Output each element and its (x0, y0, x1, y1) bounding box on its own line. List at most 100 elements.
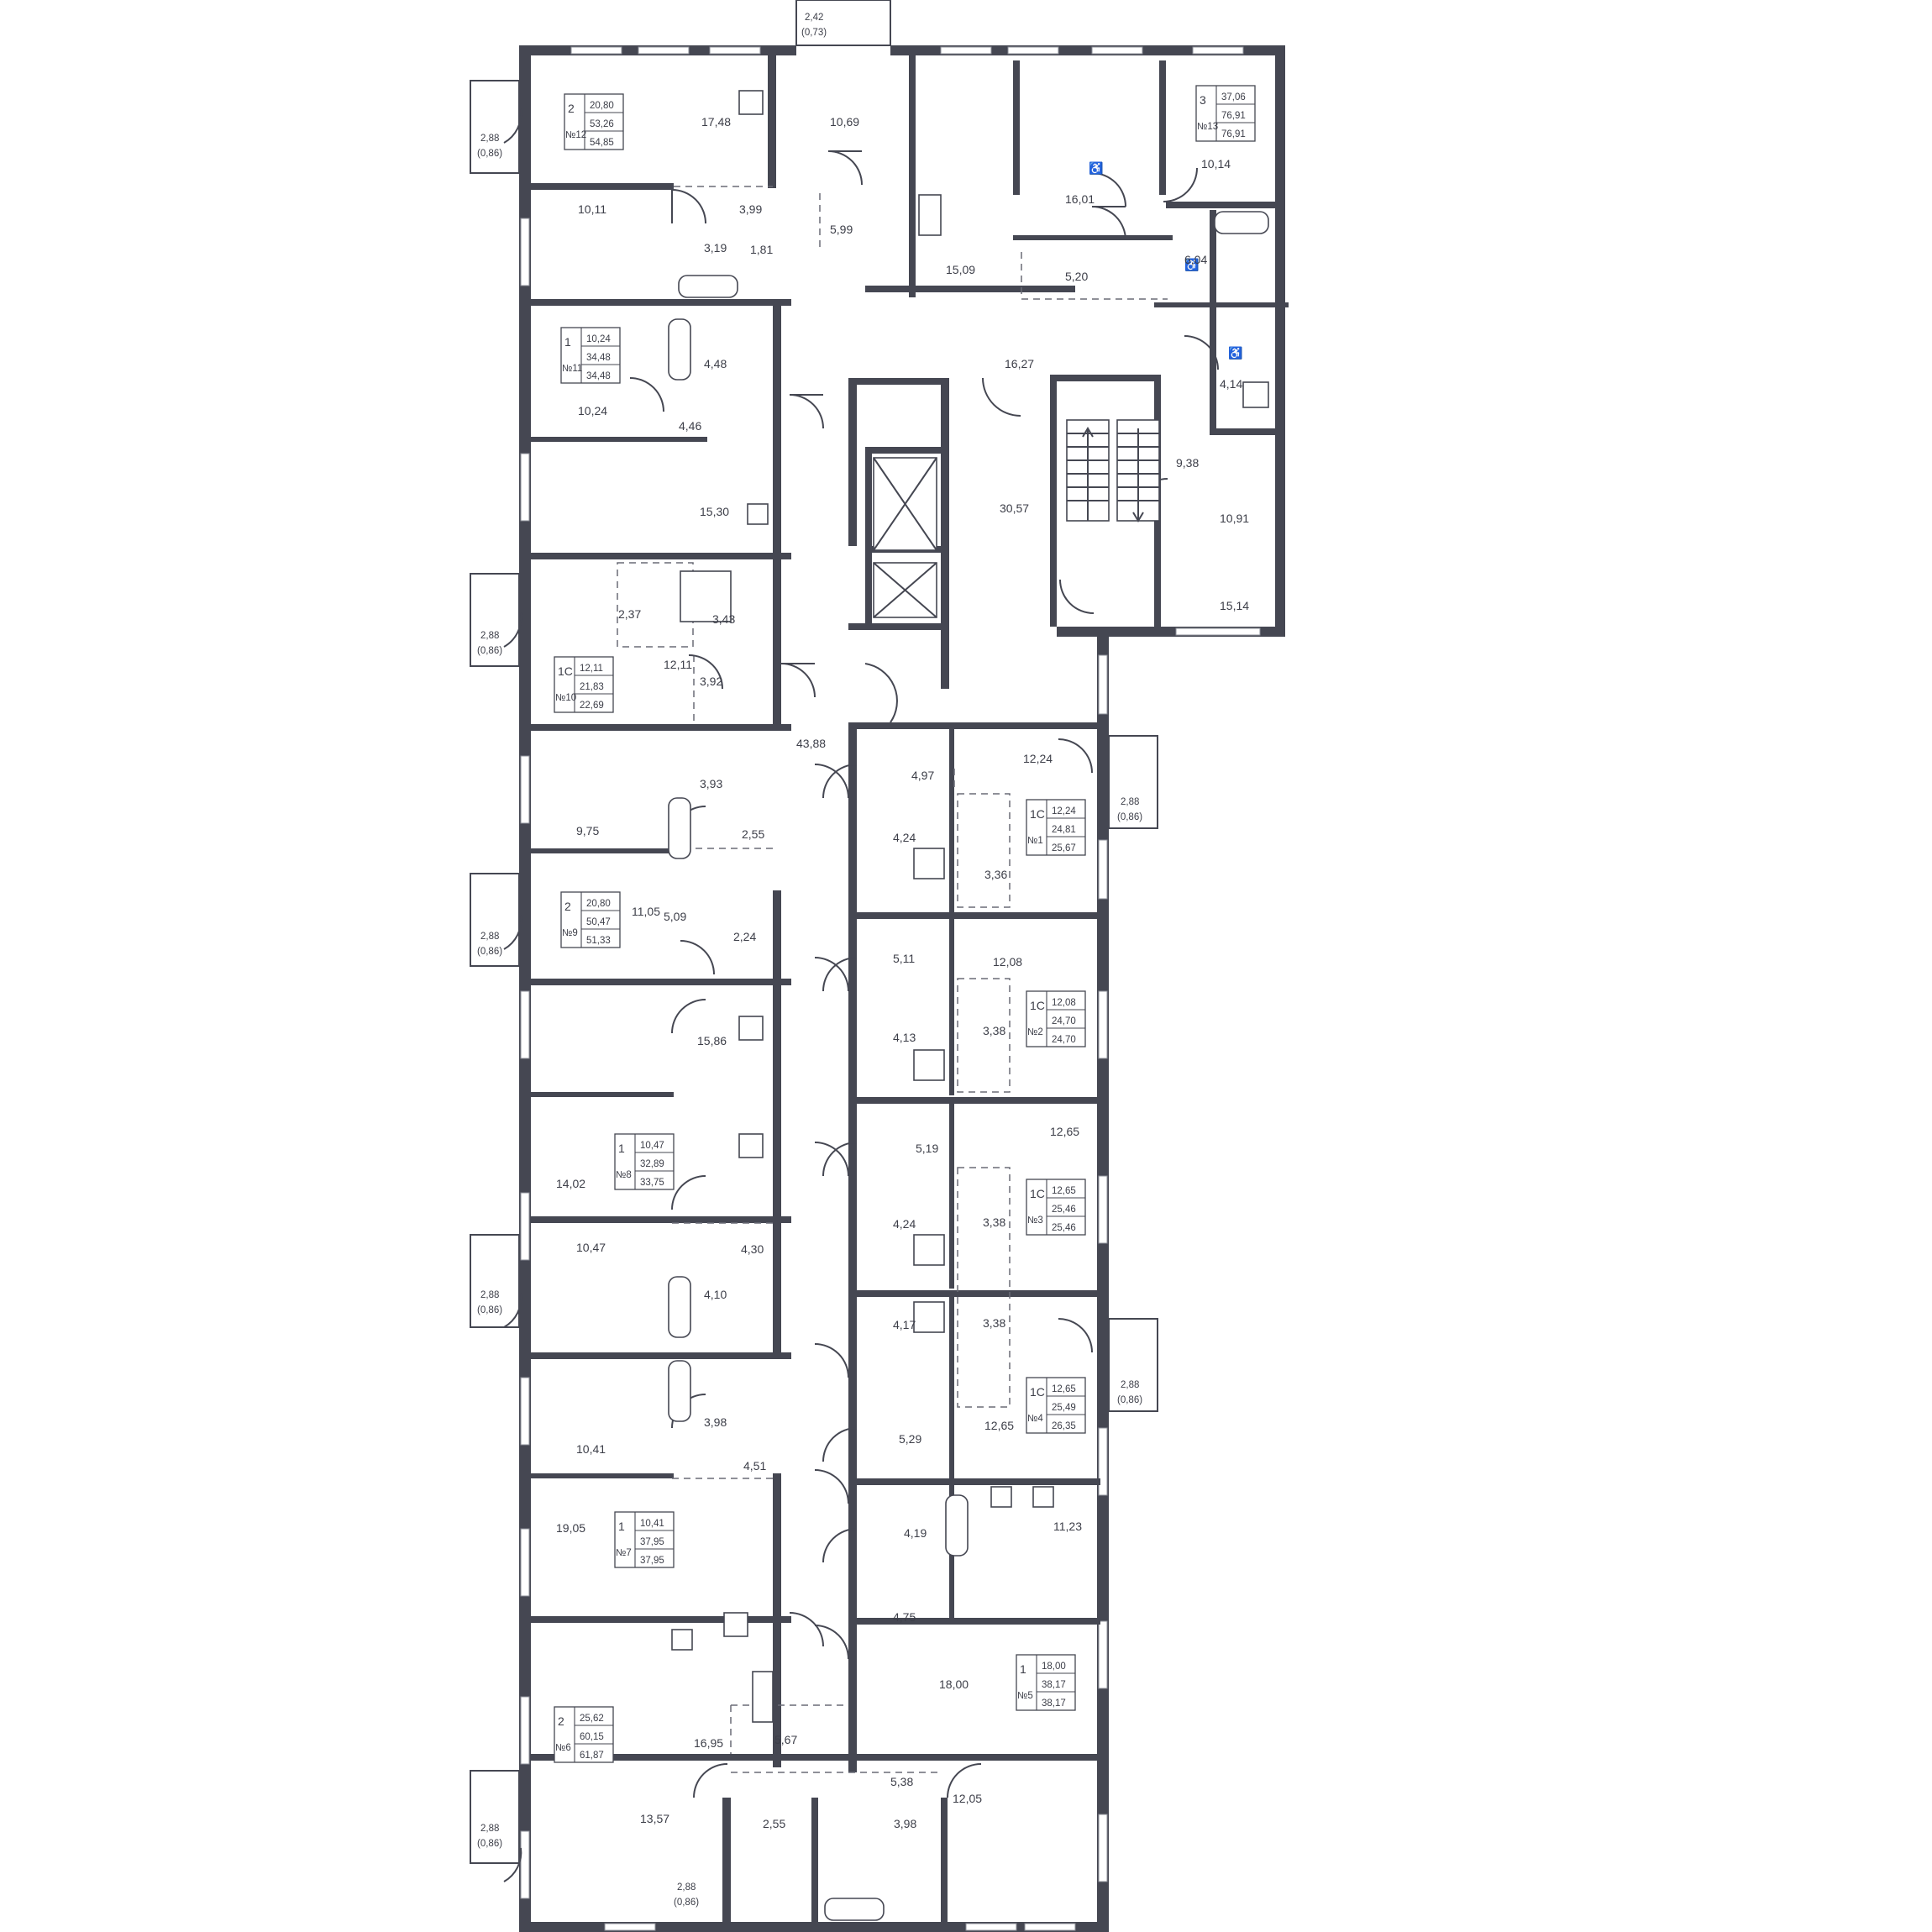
apartment-rooms: 1 (618, 1520, 625, 1533)
room-area: 19,05 (556, 1521, 585, 1535)
balcony-area-coef: (0,73) (801, 28, 827, 38)
apartment-area-value: 12,65 (1052, 1384, 1076, 1394)
elevator-shaft-icon (873, 457, 937, 618)
apartment-number: №5 (1017, 1691, 1033, 1701)
apartment-number: №12 (565, 130, 586, 140)
apartment-area-value: 25,49 (1052, 1403, 1076, 1413)
room-area: 6,04 (1184, 253, 1207, 266)
outer-walls (519, 45, 1285, 1932)
balcony-area-coef: (0,86) (477, 646, 502, 656)
apartment-area-value: 25,46 (1052, 1223, 1076, 1233)
room-area: 4,10 (704, 1288, 727, 1301)
room-area: 4,48 (704, 357, 727, 370)
room-area: 10,11 (578, 202, 606, 216)
apartment-area-value: 37,06 (1221, 92, 1246, 102)
room-area: 11,05 (632, 905, 660, 918)
room-area: 12,65 (1050, 1125, 1079, 1138)
apartment-area-value: 51,33 (586, 936, 611, 946)
apartment-area-value: 25,62 (580, 1714, 604, 1724)
apartment-area-value: 10,24 (586, 334, 611, 344)
room-area: 2,24 (733, 930, 756, 943)
room-area: 4,51 (743, 1459, 766, 1473)
apartment-area-value: 10,47 (640, 1141, 664, 1151)
balcony-area-coef: (0,86) (1117, 812, 1142, 822)
balcony-labels: 2,88 (0,86) 2,88 (0,86) 2,88 (0,86) 2,88 (0,86)… (477, 13, 1142, 1908)
apartment-area-value: 38,17 (1042, 1680, 1066, 1690)
balcony-area-coef: (0,86) (1117, 1395, 1142, 1405)
balcony-area: 2,88 (1121, 1380, 1139, 1390)
apartment-area-value: 24,70 (1052, 1016, 1076, 1026)
apartment-area-value: 37,95 (640, 1537, 664, 1547)
room-area: 4,30 (741, 1242, 764, 1256)
apartment-rooms: 1С (558, 664, 573, 678)
room-area: 14,02 (556, 1177, 585, 1190)
interior-walls (531, 45, 1289, 1924)
svg-text:♿: ♿ (1228, 346, 1242, 360)
room-area: 5,99 (830, 223, 853, 236)
apartment-cards: 2№1220,8053,2654,853№1337,0676,9176,911№… (554, 85, 1256, 1763)
stair-arrow-icon (1082, 427, 1094, 521)
apartment-area-value: 20,80 (590, 101, 614, 111)
apartment-rooms: 2 (564, 900, 571, 913)
windows (520, 46, 1261, 1931)
room-area: 2,37 (618, 607, 641, 621)
room-area: 4,46 (679, 419, 701, 433)
room-area: 4,24 (893, 1217, 916, 1231)
apartment-area-value: 22,69 (580, 701, 604, 711)
room-area: 18,00 (939, 1677, 969, 1691)
apartment-number: №13 (1197, 122, 1218, 132)
balcony-area-coef: (0,86) (674, 1898, 699, 1908)
room-area: 9,38 (1176, 456, 1199, 470)
room-area: 3,19 (704, 241, 727, 255)
room-area: 15,14 (1220, 599, 1249, 612)
room-area: 2,55 (763, 1817, 785, 1830)
room-area: 15,30 (700, 505, 729, 518)
apartment-number: №3 (1027, 1215, 1043, 1226)
room-area: 12,08 (993, 955, 1022, 969)
room-area: 3,38 (983, 1024, 1005, 1037)
balcony-area: 2,88 (480, 1290, 499, 1300)
balcony-area-coef: (0,86) (477, 1839, 502, 1849)
apartment-area-value: 34,48 (586, 371, 611, 381)
apartment-number: №9 (562, 928, 578, 938)
room-area: 10,24 (578, 404, 607, 417)
apartment-area-value: 50,47 (586, 917, 611, 927)
room-area: 10,47 (576, 1241, 606, 1254)
apartment-number: №6 (555, 1743, 571, 1753)
room-area: 12,65 (984, 1419, 1014, 1432)
room-area: 3,99 (739, 202, 762, 216)
apartment-number: №11 (562, 364, 582, 374)
room-area: 4,14 (1220, 377, 1242, 391)
fixtures (668, 90, 1269, 1921)
room-area: 10,69 (830, 115, 859, 129)
apartment-area-value: 76,91 (1221, 111, 1246, 121)
balcony-area: 2,88 (1121, 797, 1139, 807)
balcony-area-coef: (0,86) (477, 1305, 502, 1315)
apartment-area-value: 12,08 (1052, 998, 1076, 1008)
balcony-area: 2,88 (480, 932, 499, 942)
svg-text:♿: ♿ (1089, 161, 1103, 176)
apartment-area-value: 33,75 (640, 1178, 664, 1188)
apartment-area-value: 10,41 (640, 1519, 664, 1529)
room-area: 4,13 (893, 1031, 916, 1044)
apartment-rooms: 2 (558, 1714, 564, 1728)
room-area: 5,67 (774, 1733, 797, 1746)
balcony-area: 2,88 (480, 631, 499, 641)
room-area: 4,19 (904, 1526, 927, 1540)
room-area: 10,14 (1201, 157, 1231, 171)
apartment-rooms: 1 (1020, 1662, 1026, 1676)
room-area: 43,88 (796, 737, 826, 750)
apartment-rooms: 1С (1030, 1187, 1045, 1200)
room-area: 15,09 (946, 263, 975, 276)
apartment-area-value: 25,46 (1052, 1205, 1076, 1215)
apartment-area-value: 37,95 (640, 1556, 664, 1566)
room-area: 15,86 (697, 1034, 727, 1047)
